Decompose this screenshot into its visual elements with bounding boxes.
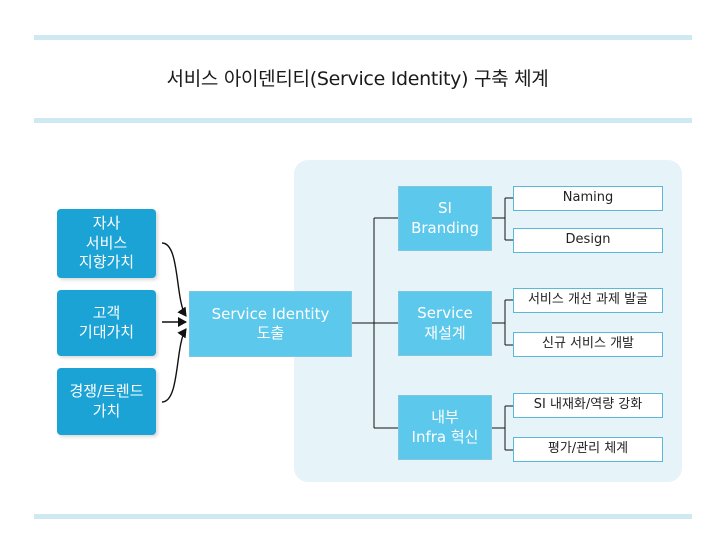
branch-label: SI	[438, 199, 452, 217]
leaf-node-si-internalization: SI 내재화/역량 강화	[513, 393, 663, 418]
source-label: 서비스	[85, 233, 128, 252]
source-node-competition-value: 경쟁/트렌드 가치	[57, 368, 156, 435]
source-label: 자사	[92, 214, 121, 233]
source-node-customer-value: 고객 기대가치	[57, 290, 156, 356]
top-divider	[34, 35, 692, 40]
source-label: 기대가치	[78, 323, 135, 341]
branch-label: 재설계	[424, 323, 466, 342]
branch-label: Branding	[411, 218, 479, 237]
center-node-service-identity: Service Identity 도출	[189, 291, 352, 357]
arrow-from-source-3	[161, 328, 187, 403]
source-node-company-value: 자사 서비스 지향가치	[57, 209, 156, 278]
leaf-node-service-improvement: 서비스 개선 과제 발굴	[513, 288, 663, 313]
leaf-node-design: Design	[513, 228, 663, 253]
source-label: 고객	[92, 303, 121, 322]
branch-node-si-branding: SI Branding	[398, 186, 492, 251]
branch-label: Service	[417, 304, 473, 322]
title-divider	[34, 118, 692, 123]
center-label: 도출	[256, 324, 285, 342]
branch-node-service-redesign: Service 재설계	[398, 291, 492, 356]
source-label: 지향가치	[78, 253, 135, 272]
leaf-node-naming: Naming	[513, 186, 663, 211]
leaf-node-evaluation-management: 평가/관리 체계	[513, 437, 663, 462]
source-label: 경쟁/트렌드	[69, 382, 144, 400]
branch-node-infra-innovation: 내부 Infra 혁신	[398, 395, 492, 460]
bottom-divider	[34, 514, 692, 519]
branch-label: 내부	[431, 408, 459, 426]
leaf-node-new-service: 신규 서비스 개발	[513, 332, 663, 357]
diagram-title: 서비스 아이덴티티(Service Identity) 구축 체계	[166, 68, 549, 90]
source-label: 가치	[92, 401, 121, 420]
arrow-from-source-1	[161, 242, 187, 317]
center-label: Service Identity	[211, 304, 330, 323]
branch-label: Infra 혁신	[411, 427, 479, 446]
